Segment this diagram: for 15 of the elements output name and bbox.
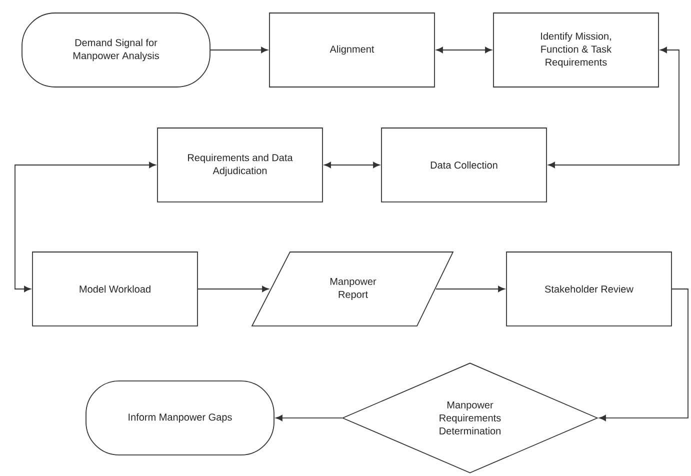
process-box: Stakeholder Review <box>506 252 672 326</box>
arrow <box>436 46 492 54</box>
arrow <box>198 286 269 292</box>
arrow <box>324 162 380 168</box>
process-box: Data Collection <box>381 128 547 202</box>
arrow <box>210 46 268 54</box>
process-box: Requirements and Data Adjudication <box>157 128 323 202</box>
arrow <box>548 46 680 168</box>
process-box: Alignment <box>269 12 435 88</box>
arrow <box>14 162 156 292</box>
process-box: Identify Mission, Function & Task Requirements <box>493 12 659 88</box>
arrow <box>276 414 342 422</box>
process-box: Model Workload <box>32 252 198 326</box>
arrow <box>436 286 505 292</box>
arrow <box>599 288 688 422</box>
